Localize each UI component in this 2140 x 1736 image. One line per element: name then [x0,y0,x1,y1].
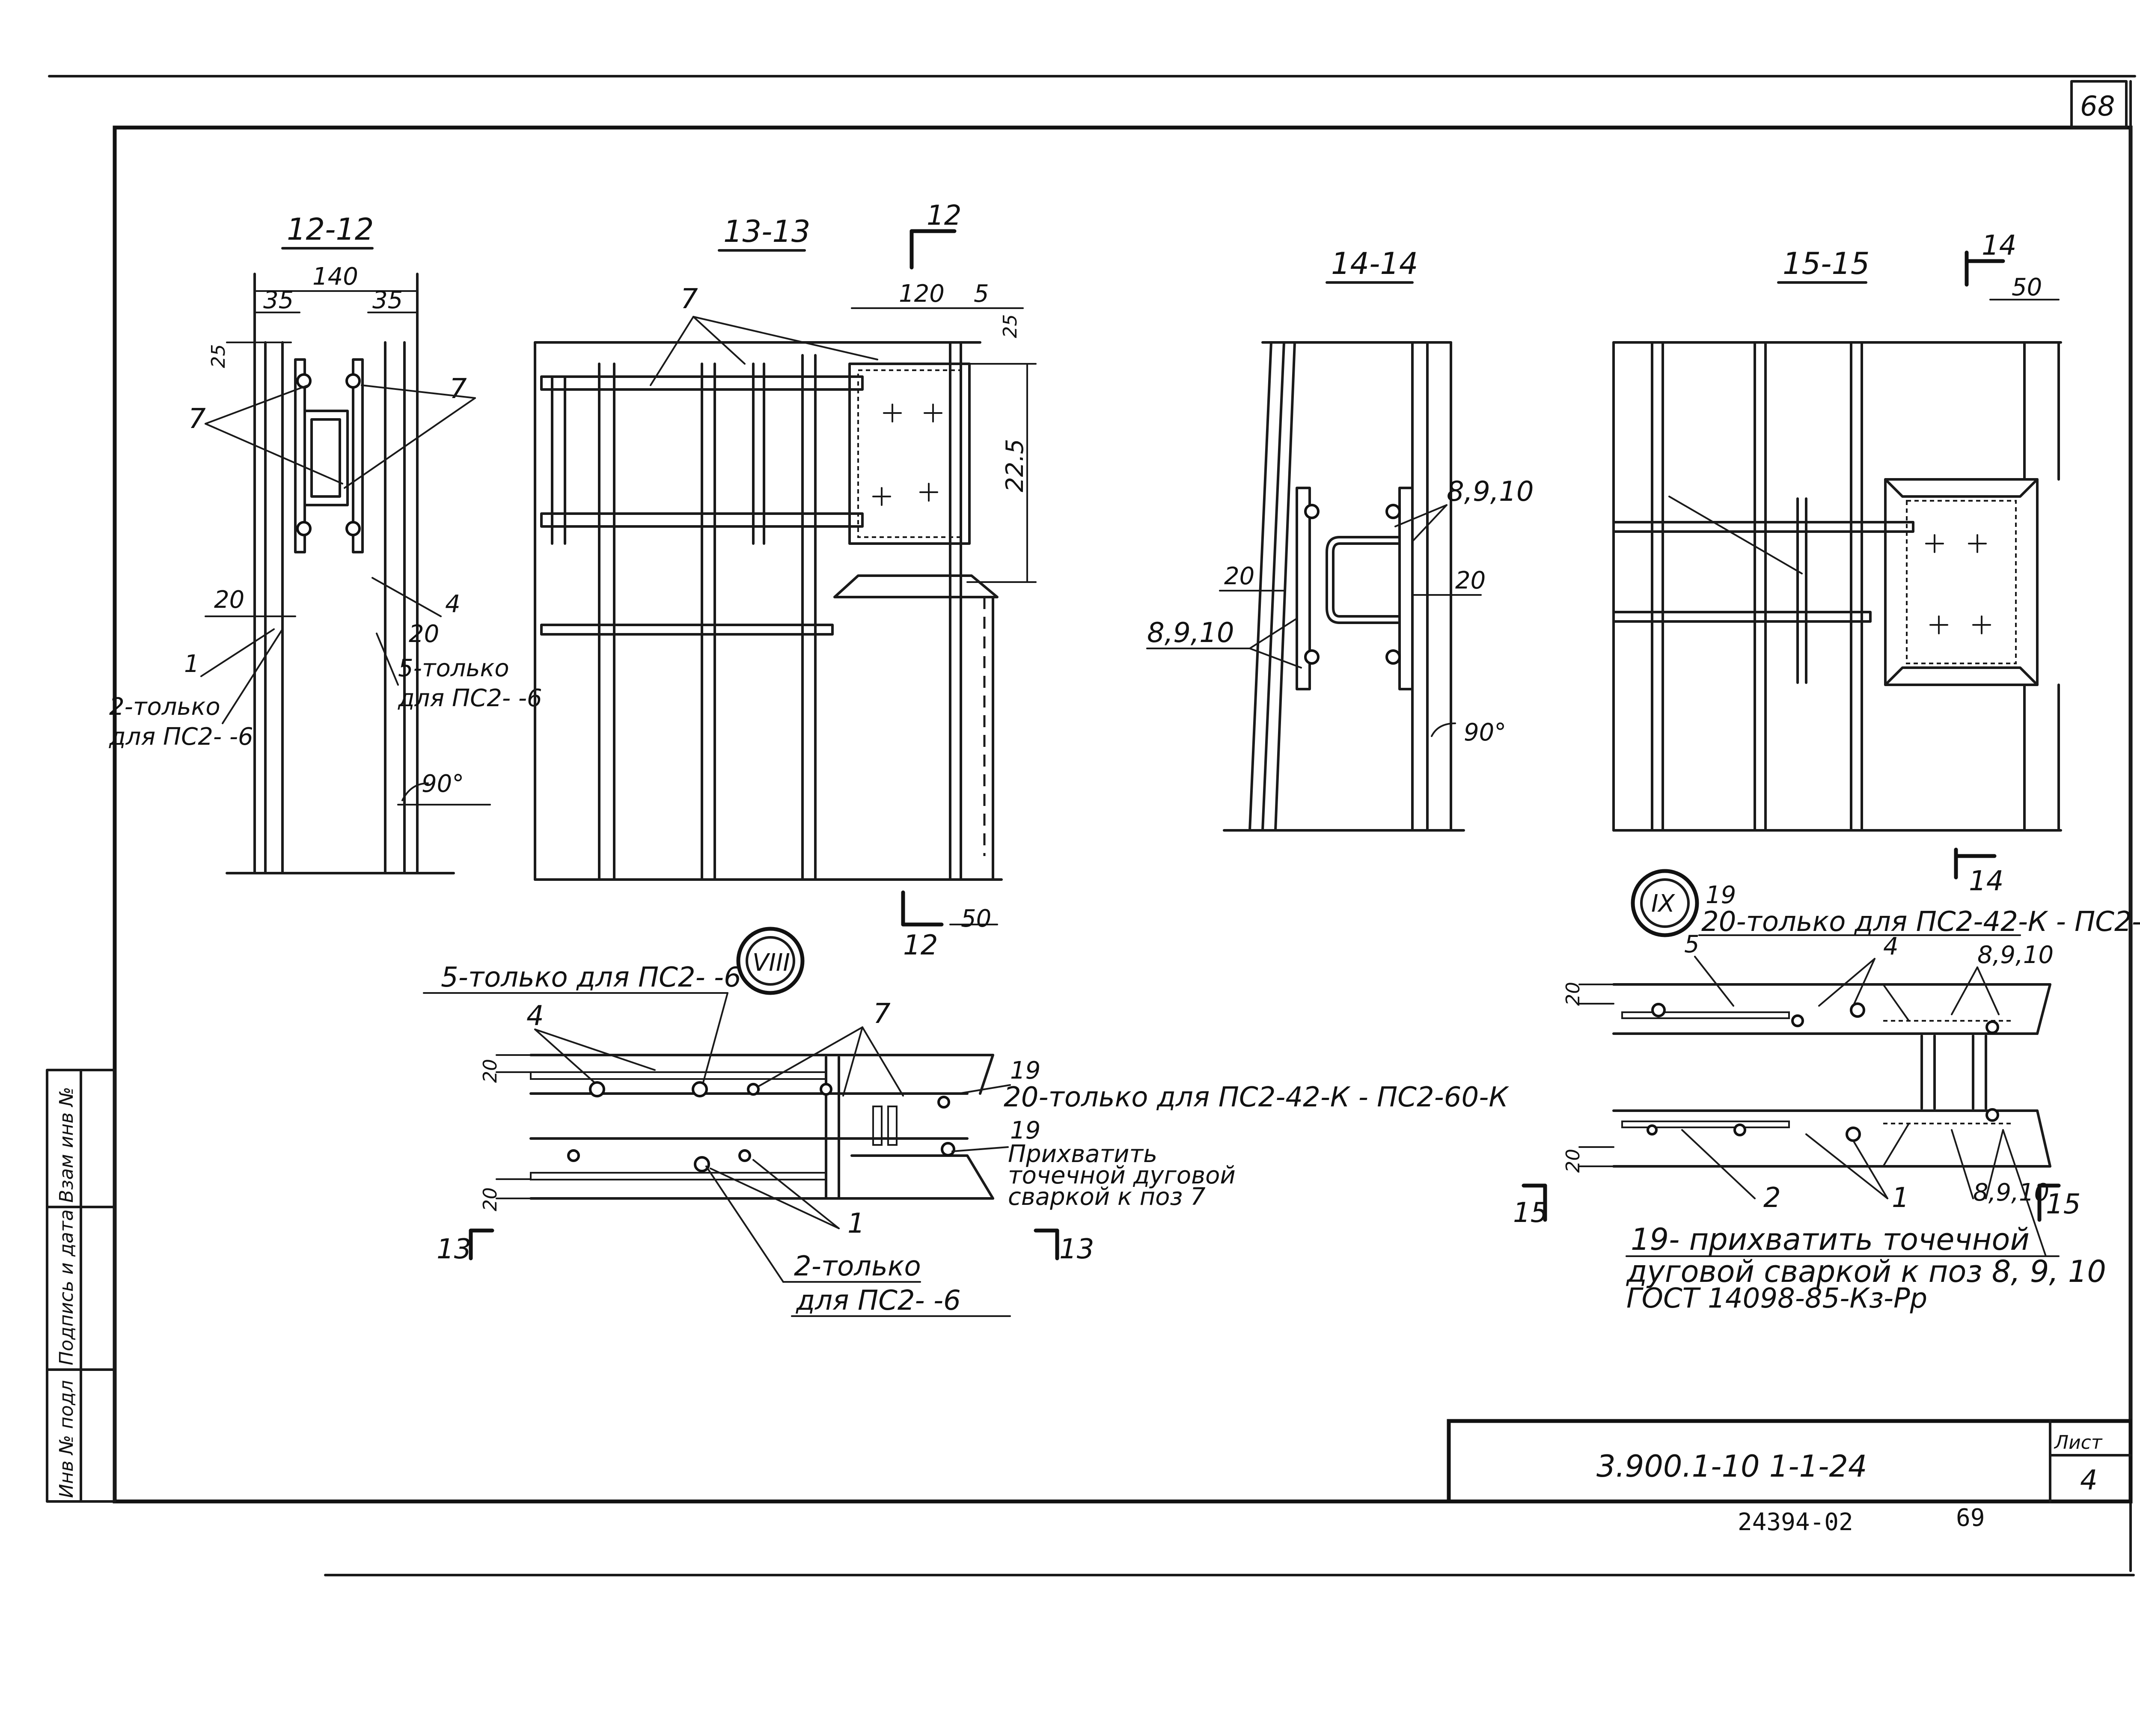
mark-7: 7 [873,998,891,1030]
cut-13-left: 13 [437,1234,471,1265]
note-5-only-line1: 5-только [398,654,509,682]
mark-1: 1 [184,650,199,678]
weld-note-line2: дуговой сваркой к поз 8, 9, 10 [1626,1254,2106,1289]
mark-4: 4 [1883,933,1899,960]
mark-8-9-10-top: 8,9,10 [1447,476,1534,508]
node-ix: IX 19 20-только для ПС2-42-К - ПС2-60-К … [1513,869,2140,1314]
weld-note-line2: точечной дуговой [1008,1162,1236,1189]
sheet-frame: 68 [48,75,2136,1576]
note-2-only-line2: для ПС2- -6 [796,1285,961,1317]
mark-1: 1 [847,1208,865,1240]
note-2-only-line2: для ПС2- -6 [109,723,253,751]
dim-140: 140 [312,263,358,291]
weld-note-line3: ГОСТ 14098-85-Кз-Рр [1626,1283,1927,1314]
mark-2: 2 [1763,1182,1781,1214]
mark-4: 4 [526,1000,544,1032]
section-12-12: 12-12 140 35 35 25 7 7 20 20 [109,212,542,874]
node-viii: VIII 5-только для ПС2- -6 4 7 [423,927,1509,1317]
mark-4: 4 [445,590,461,618]
section-title-15-15: 15-15 [1783,246,1870,281]
dim-50: 50 [961,905,991,933]
footer-page: 69 [1956,1504,1985,1532]
note-20-only: 20-только для ПС2-42-К - ПС2-60-К [1701,906,2140,938]
note-2-only-line1: 2-только [109,693,220,721]
section-13-13: 13-13 12 7 120 5 25 22.5 [534,200,1037,961]
dim-20-bottom: 20 [1562,1149,1584,1173]
section-title-14-14: 14-14 [1331,246,1418,281]
dim-25: 25 [208,344,229,368]
dim-20-left: 20 [1224,562,1254,590]
mark-7: 7 [681,283,698,315]
mark-8-9-10-bottom: 8,9,10 [1147,617,1234,649]
section-title-13-13: 13-13 [723,214,810,249]
mark-7-left: 7 [188,403,206,435]
dim-20-right: 20 [409,620,439,648]
cut-14-top: 14 [1982,230,2016,262]
mark-1: 1 [1892,1182,1909,1214]
dim-50: 50 [2012,273,2042,301]
mark-5: 5 [1684,930,1700,958]
note-2-only-line1: 2-только [794,1251,921,1282]
node-viii-label: VIII [752,949,790,977]
weld-note-line1: Прихватить [1008,1140,1157,1168]
dim-35-right: 35 [372,286,403,314]
sheet-label: Лист [2054,1432,2103,1454]
mark-8-9-10-top: 8,9,10 [1977,941,2054,969]
weld-note-line3: сваркой к поз 7 [1008,1183,1206,1211]
dim-20-right: 20 [1455,567,1486,595]
mark-19-bottom: 19 [1010,1117,1040,1144]
cut-15-left: 15 [1513,1197,1548,1229]
dim-120: 120 [899,280,945,308]
dim-22-5: 22.5 [1001,439,1029,492]
cut-13-right: 13 [1059,1234,1094,1265]
weld-note-line1: 19- прихватить точечной [1631,1222,2030,1257]
title-block: 3.900.1-10 1-1-24 Лист 4 24394-02 69 [1447,1419,2133,1536]
stamp-signature-date: Подпись и дата [56,1210,77,1365]
mark-19-top: 19 [1010,1057,1040,1085]
angle-90: 90° [422,770,464,798]
dim-5: 5 [974,280,989,308]
note-5-only: 5-только для ПС2- -6 [441,962,741,993]
cut-12-top: 12 [927,200,961,232]
dim-20-top: 20 [1562,982,1584,1006]
sheet-number: 4 [2080,1465,2098,1496]
mark-7-right: 7 [449,373,467,405]
cut-14-bottom: 14 [1969,865,2003,897]
footer-code: 24394-02 [1738,1508,1853,1536]
stamp-vzam-inv: Взам инв № [56,1087,77,1203]
dim-20-bottom: 20 [479,1187,501,1211]
mark-19: 19 [1706,881,1736,909]
stamp-inv-podl: Инв № подл [56,1380,77,1498]
mark-8-9-10-bottom: 8,9,10 [1973,1179,2049,1207]
section-15-15: 15-15 14 50 14 [1612,230,2062,897]
dim-35-left: 35 [263,286,294,314]
angle-90: 90° [1464,719,1506,746]
drawing-designation: 3.900.1-10 1-1-24 [1596,1449,1867,1484]
dim-20-top: 20 [479,1059,501,1083]
note-5-only-line2: для ПС2- -6 [398,684,542,712]
dim-25: 25 [999,314,1021,338]
sheet-corner-number: 68 [2080,91,2115,122]
bolt-crosses [872,404,942,506]
section-title-12-12: 12-12 [287,212,374,247]
dim-20-left: 20 [214,586,244,614]
side-stamp: Инв № подл Подпись и дата Взам инв № [46,1069,116,1503]
cut-15-right: 15 [2046,1189,2081,1220]
section-14-14: 14-14 8,9,10 20 20 8,9,10 90° [1146,246,1534,832]
note-20-only: 20-только для ПС2-42-К - ПС2-60-К [1004,1082,1509,1113]
cut-12-bottom: 12 [903,930,938,961]
node-ix-label: IX [1651,890,1676,918]
